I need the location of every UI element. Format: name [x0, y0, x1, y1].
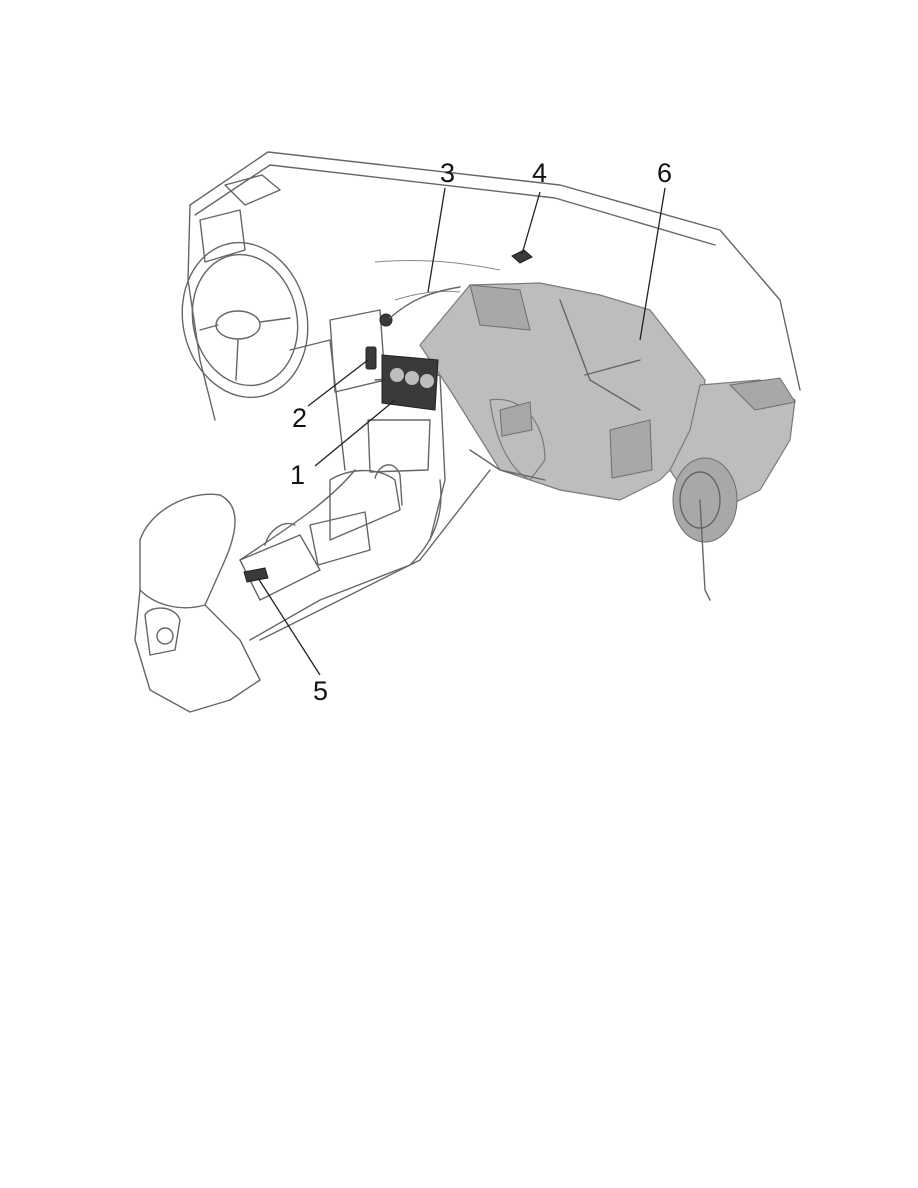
center-console [134, 464, 491, 713]
hvac-assembly [419, 282, 796, 601]
leader-lines [257, 187, 666, 676]
callout-3: 3 [440, 158, 455, 188]
callout-4: 4 [532, 158, 547, 188]
callout-labels: 1 2 3 4 5 6 [290, 158, 672, 706]
callout-1: 1 [290, 460, 305, 490]
steering-wheel [181, 241, 309, 399]
components [243, 249, 533, 583]
sensor-3 [379, 313, 393, 327]
callout-5: 5 [313, 676, 328, 706]
switch-2 [365, 346, 377, 370]
sensor-4 [511, 249, 533, 264]
callout-2: 2 [292, 403, 307, 433]
callout-6: 6 [657, 158, 672, 188]
sensor-5 [243, 567, 269, 583]
